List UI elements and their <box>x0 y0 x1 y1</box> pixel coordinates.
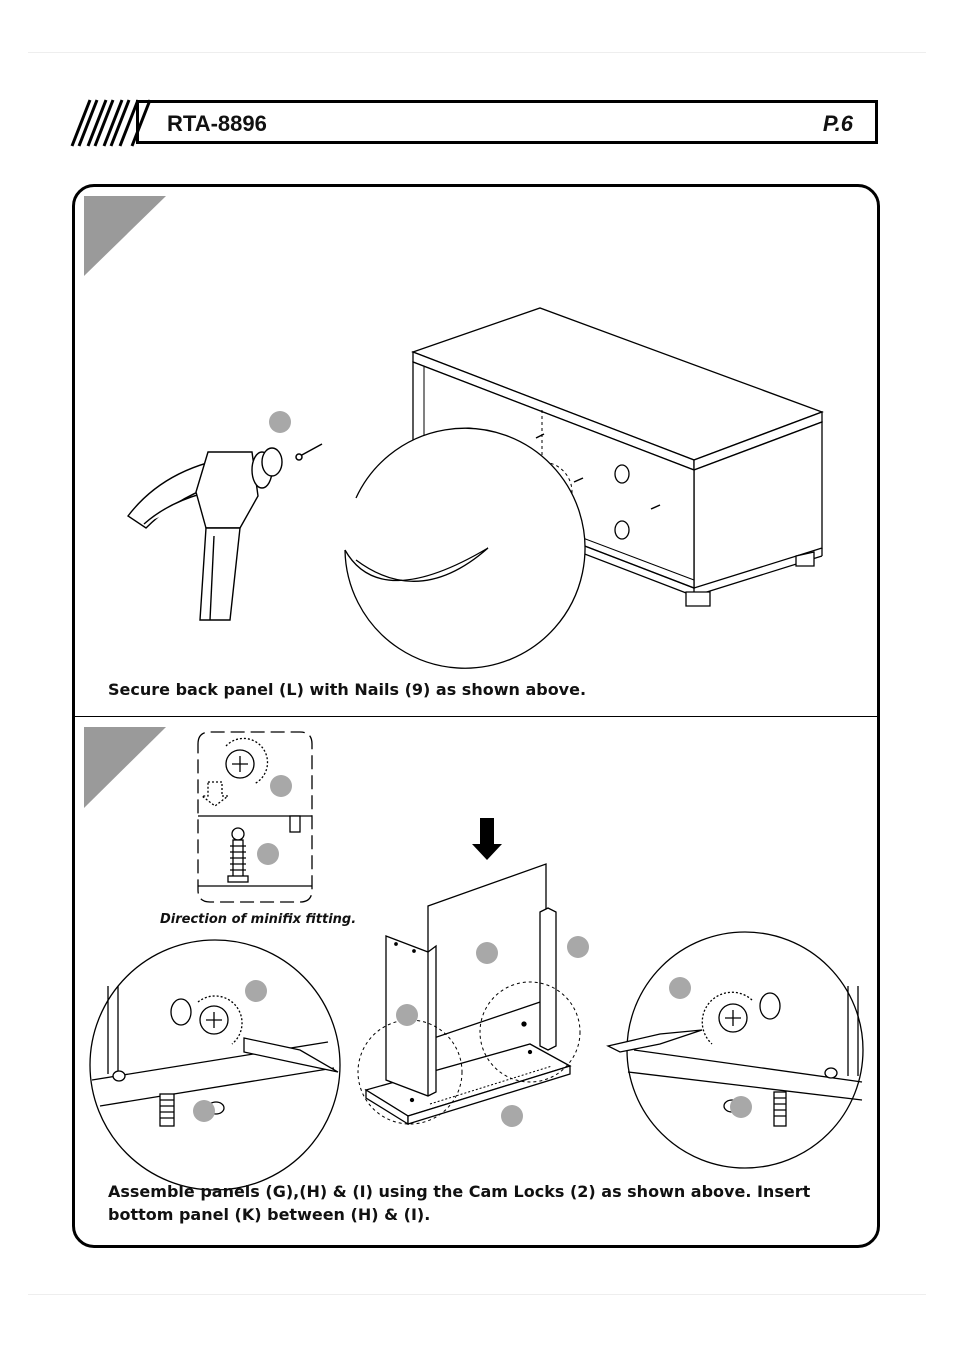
page-number: P.6 <box>823 111 853 137</box>
step2-caption: Assemble panels (G),(H) & (I) using the … <box>108 1180 848 1226</box>
minifix-direction-label: Direction of minifix fitting. <box>160 912 356 927</box>
step1-caption: Secure back panel (L) with Nails (9) as … <box>108 678 586 701</box>
step-divider <box>72 716 880 717</box>
page-header: RTA-8896 P.6 <box>136 100 878 144</box>
model-number: RTA-8896 <box>167 111 267 137</box>
